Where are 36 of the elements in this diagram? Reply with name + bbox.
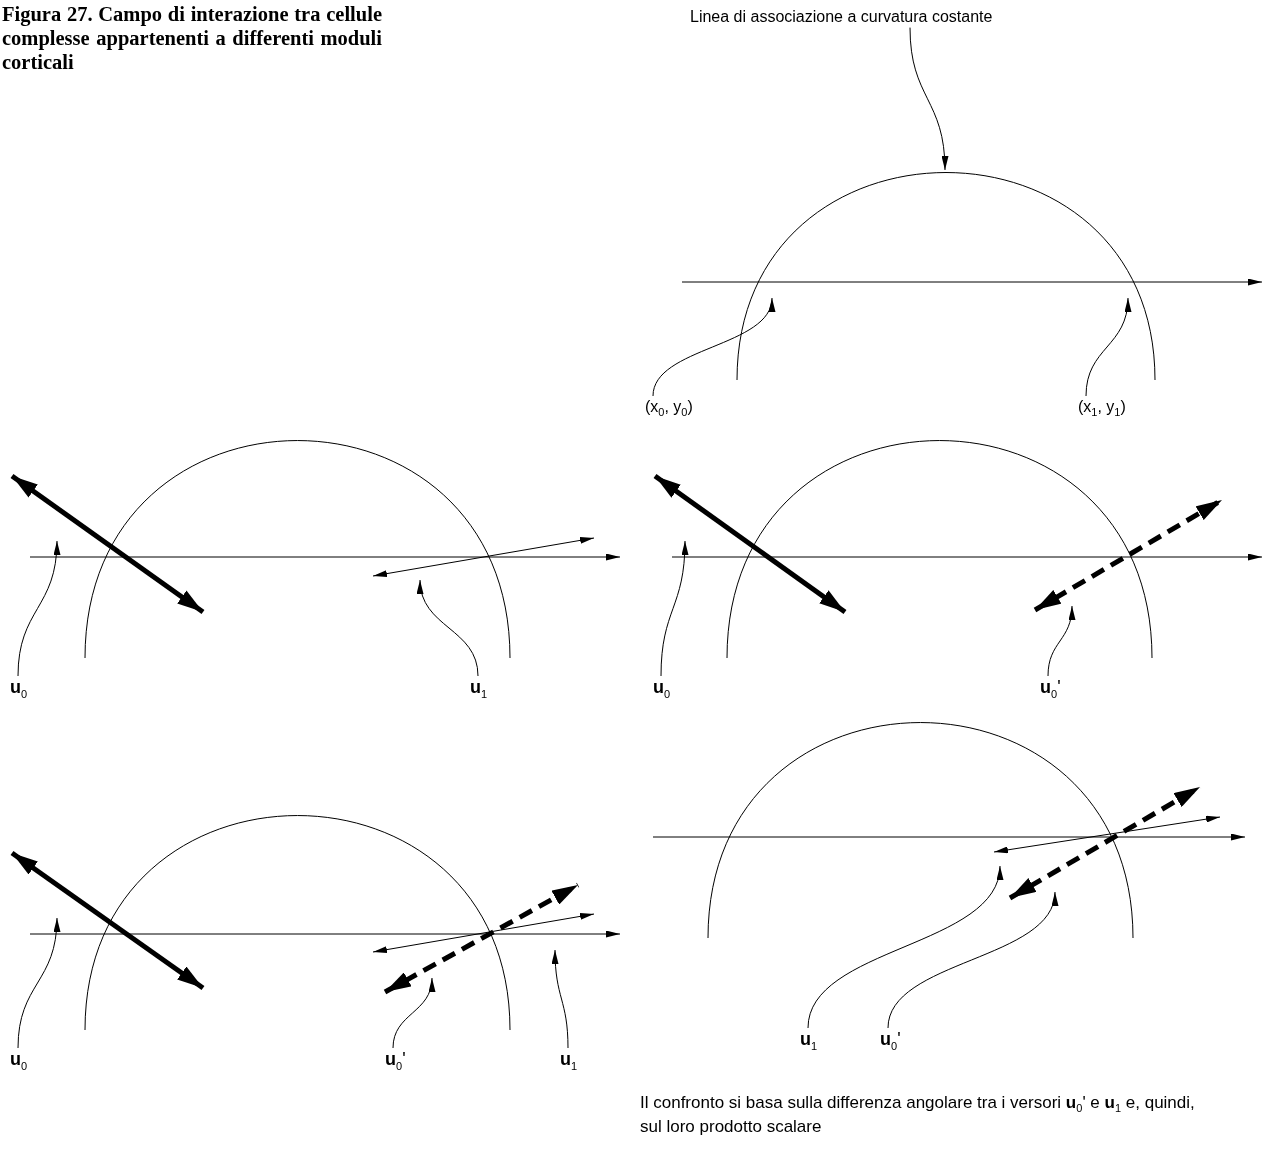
callout-text: Linea di associazione a curvatura costante	[690, 8, 993, 26]
vector-label: u$_{0}$	[10, 678, 28, 700]
arc	[736, 172, 1156, 381]
vector-label: u$_{1}$	[560, 1050, 578, 1072]
leader-line	[17, 540, 60, 677]
vector-arrow	[1033, 497, 1224, 613]
leader-line	[17, 917, 60, 1049]
vector-arrow	[1008, 784, 1202, 901]
leader-line	[652, 297, 773, 397]
vector-label: u$_{1}$	[470, 678, 488, 700]
figure-title: Figura 27. Campo di interazione tra cellule complesse appartenenti a differenti moduli corticali	[2, 2, 382, 75]
point-label: (x$_{1}$, y$_{1}$)	[1078, 398, 1126, 419]
caption-text: Il confronto si basa sulla differenza angolare tra i versori u$_{0}$' e u$_{1}$ e, quindi, sul loro prodotto scalare	[640, 1092, 1196, 1139]
vector-label: u$_{1}$	[800, 1030, 818, 1052]
leader-line	[660, 540, 689, 677]
vector-label: u$_{0}$	[10, 1050, 28, 1072]
vector-label: u$_{0}$	[653, 678, 671, 700]
leader-line	[807, 865, 1001, 1029]
vector-label: u$_{0}$'	[1040, 678, 1061, 700]
leader-line	[392, 977, 435, 1049]
vector-arrow	[372, 912, 595, 954]
leader-line	[551, 949, 569, 1049]
vector-label: u$_{0}$'	[880, 1030, 901, 1052]
leader-line	[909, 27, 948, 171]
vector-arrow	[653, 473, 847, 615]
leader-line	[417, 579, 479, 677]
leader-line	[1047, 605, 1075, 677]
vector-label: u$_{0}$'	[385, 1050, 406, 1072]
vector-arrow	[10, 850, 205, 991]
vector-arrow	[10, 473, 205, 615]
vector-arrow	[372, 536, 595, 578]
leader-line	[887, 891, 1056, 1029]
point-label: (x$_{0}$, y$_{0}$)	[645, 398, 693, 419]
vector-arrow	[383, 882, 580, 995]
vector-arrow	[993, 815, 1221, 854]
leader-line	[1085, 297, 1131, 397]
